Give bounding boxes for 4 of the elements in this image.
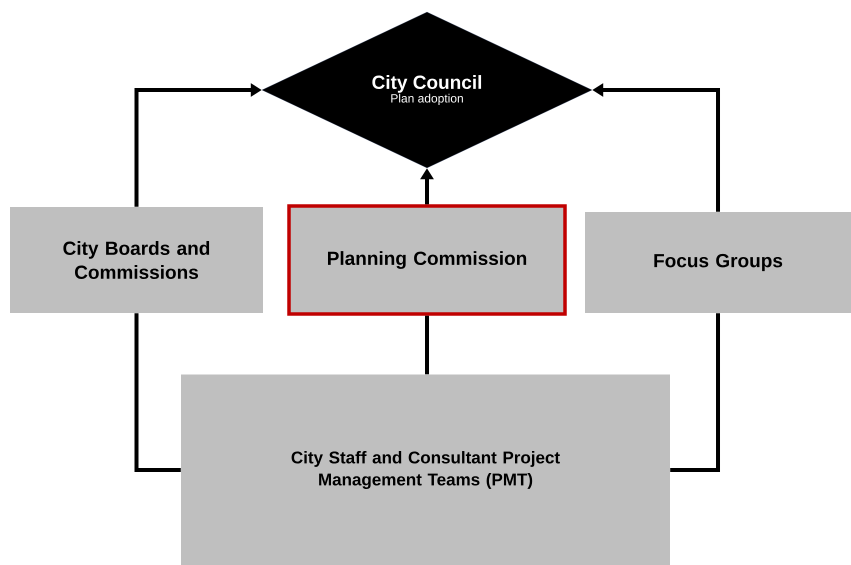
process-box: City Boards and Commissions [10, 207, 263, 313]
process-box: City Staff and Consultant Project Management Teams (PMT) [181, 374, 670, 565]
process-box: Planning Commission [287, 204, 567, 316]
process-box: Focus Groups [585, 212, 851, 313]
